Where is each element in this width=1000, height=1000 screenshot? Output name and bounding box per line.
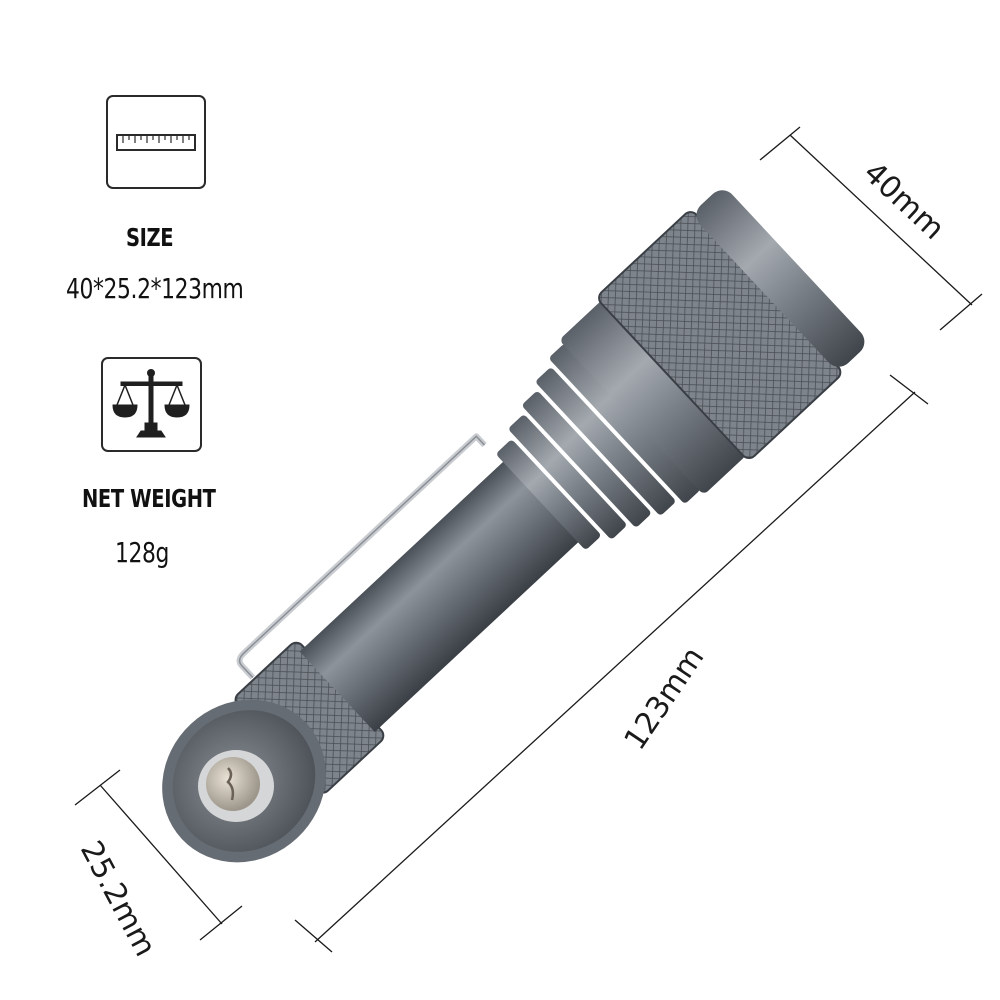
head-diameter-label: 40mm	[857, 155, 952, 246]
cooling-fins	[497, 344, 700, 549]
weight-title: NET WEIGHT	[82, 484, 216, 513]
tail-switch	[162, 699, 326, 863]
size-value: 40*25.2*123mm	[66, 272, 244, 305]
balance-scale-icon	[112, 369, 190, 438]
ruler-icon	[116, 134, 196, 151]
head-diameter-dimension	[759, 126, 983, 331]
size-icon-box	[106, 95, 206, 189]
tail-diameter-label: 25.2mm	[73, 835, 163, 962]
weight-value: 128g	[115, 536, 169, 569]
length-dimension	[294, 374, 929, 953]
size-title: SIZE	[126, 223, 174, 252]
flashlight	[187, 190, 865, 838]
tail-diameter-dimension	[74, 769, 243, 941]
weight-icon-box	[101, 357, 202, 452]
length-label: 123mm	[618, 641, 712, 757]
